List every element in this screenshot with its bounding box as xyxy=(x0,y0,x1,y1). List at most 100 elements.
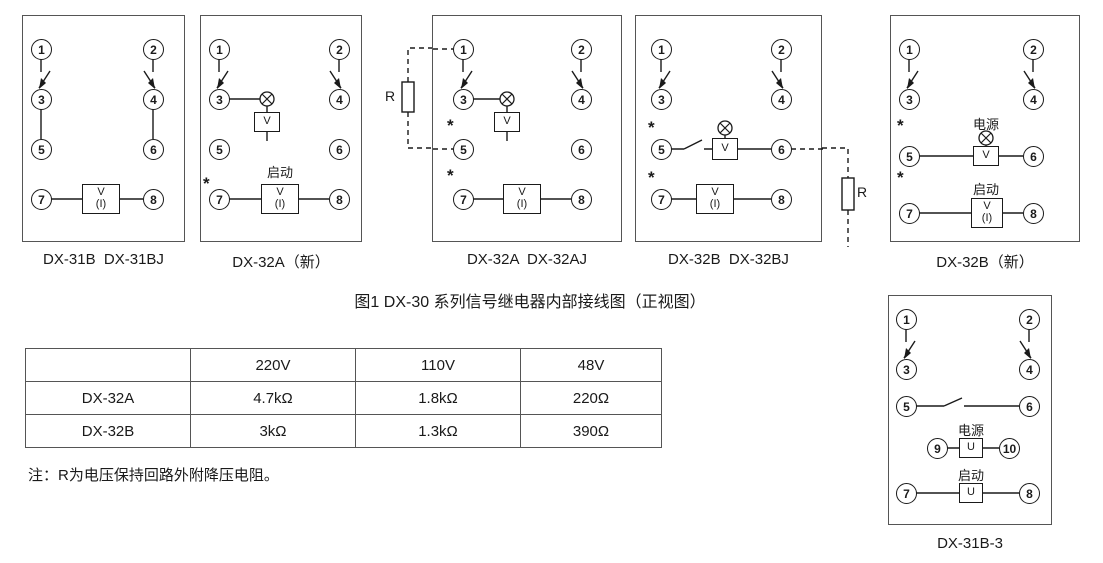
value-cell: 1.8kΩ xyxy=(355,381,521,415)
contact-arrow-icon xyxy=(776,78,783,89)
terminal-5: 5 xyxy=(651,139,672,160)
lamp-icon xyxy=(499,91,515,107)
terminal-3: 3 xyxy=(453,89,474,110)
terminal-7: 7 xyxy=(453,189,474,210)
signal-element-box: V (I) xyxy=(696,184,734,214)
signal-element-box: V (I) xyxy=(82,184,120,214)
terminal-2: 2 xyxy=(1023,39,1044,60)
asterisk-mark: * xyxy=(203,174,210,193)
terminal-3: 3 xyxy=(31,89,52,110)
contact-arrow-icon xyxy=(659,78,666,89)
terminal-8: 8 xyxy=(143,189,164,210)
contact-arrow-icon xyxy=(904,348,911,359)
diagram-caption-dx31b-3: DX-31B-3 xyxy=(937,535,1003,552)
terminal-6: 6 xyxy=(771,139,792,160)
power-label: 电源 xyxy=(972,117,999,132)
relay-diagram-dx32b-new: 1 2 3 4 5 6 7 8 电源 V * * 启动 V (I) xyxy=(890,15,1080,242)
terminal-3: 3 xyxy=(896,359,917,380)
v-label: V xyxy=(982,149,990,162)
i-label: (I) xyxy=(709,198,721,210)
v-label: V xyxy=(276,186,284,199)
diagram-caption-dx32a-new: DX-32A（新） xyxy=(232,254,330,271)
terminal-6: 6 xyxy=(1023,146,1044,167)
contact-arrow-icon xyxy=(461,78,468,89)
terminal-7: 7 xyxy=(899,203,920,224)
terminal-3: 3 xyxy=(899,89,920,110)
v-label: V xyxy=(518,186,526,199)
i-label: (I) xyxy=(516,198,528,210)
value-cell: 220Ω xyxy=(520,381,662,415)
signal-element-box: V (I) xyxy=(261,184,299,214)
relay-diagram-dx31b: 1 2 3 4 5 6 7 8 V (I) xyxy=(22,15,185,242)
asterisk-mark: * xyxy=(897,168,904,187)
terminal-6: 6 xyxy=(329,139,350,160)
start-label: 启动 xyxy=(266,165,293,180)
lamp-icon xyxy=(978,130,994,146)
contact-arrow-icon xyxy=(1024,348,1031,359)
diagram-caption-dx32b-new: DX-32B（新） xyxy=(936,254,1034,271)
terminal-10: 10 xyxy=(999,438,1020,459)
terminal-3: 3 xyxy=(651,89,672,110)
voltage-element-box: V xyxy=(494,112,520,132)
terminal-4: 4 xyxy=(571,89,592,110)
terminal-1: 1 xyxy=(453,39,474,60)
contact-arrow-icon xyxy=(576,78,583,89)
model-cell: DX-32B xyxy=(25,414,191,448)
dashed-lead-icon xyxy=(433,48,453,150)
terminal-8: 8 xyxy=(1019,483,1040,504)
lamp-icon xyxy=(259,91,275,107)
i-label: (I) xyxy=(95,198,107,210)
table-header-110v: 110V xyxy=(355,348,521,382)
figure-caption: 图1 DX-30 系列信号继电器内部接线图（正视图） xyxy=(354,294,706,311)
relay-diagram-dx32a: 1 2 3 4 5 6 7 8 V * * V (I) xyxy=(432,15,622,242)
v-label: V xyxy=(721,142,729,155)
terminal-7: 7 xyxy=(896,483,917,504)
start-element-box: U xyxy=(959,483,983,503)
terminal-1: 1 xyxy=(896,309,917,330)
contact-arrow-icon xyxy=(217,78,224,89)
diagram-caption-dx32a: DX-32A DX-32AJ xyxy=(466,251,588,268)
table-header-220v: 220V xyxy=(190,348,356,382)
diagram-caption-dx32b: DX-32B DX-32BJ xyxy=(668,251,789,268)
u-label: U xyxy=(967,486,975,499)
terminal-8: 8 xyxy=(329,189,350,210)
terminal-4: 4 xyxy=(771,89,792,110)
dashed-lead-left-resistor xyxy=(407,47,432,149)
terminal-5: 5 xyxy=(209,139,230,160)
asterisk-mark: * xyxy=(447,166,454,185)
wiring-svg xyxy=(906,59,1036,214)
wiring-svg xyxy=(433,48,584,200)
table-row-dx32a: DX-32A 4.7kΩ 1.8kΩ 220Ω xyxy=(25,381,662,415)
model-cell: DX-32A xyxy=(25,381,191,415)
v-label: V xyxy=(711,186,719,199)
terminal-2: 2 xyxy=(329,39,350,60)
terminal-2: 2 xyxy=(143,39,164,60)
terminal-3: 3 xyxy=(209,89,230,110)
v-label: V xyxy=(263,115,271,128)
signal-element-box: V (I) xyxy=(971,198,1003,228)
v-label: V xyxy=(97,186,105,199)
terminal-4: 4 xyxy=(1023,89,1044,110)
resistor-r-left xyxy=(401,81,415,113)
terminal-6: 6 xyxy=(143,139,164,160)
i-label: (I) xyxy=(981,212,993,224)
start-label: 启动 xyxy=(957,468,984,483)
resistor-r-left-label: R xyxy=(385,88,396,104)
terminal-5: 5 xyxy=(896,396,917,417)
terminal-1: 1 xyxy=(209,39,230,60)
resistor-r-right-label: R xyxy=(857,184,868,200)
terminal-8: 8 xyxy=(771,189,792,210)
start-label: 启动 xyxy=(972,182,999,197)
v-label: V xyxy=(983,200,991,213)
contact-arrow-icon xyxy=(1028,78,1035,89)
wiring-svg xyxy=(38,59,156,200)
note-text: 注：R为电压保持回路外附降压电阻。 xyxy=(28,467,279,484)
value-cell: 4.7kΩ xyxy=(190,381,356,415)
relay-diagram-dx32b: 1 2 3 4 5 6 7 8 V * * V (I) xyxy=(635,15,823,242)
asterisk-mark: * xyxy=(897,116,904,135)
spec-table: 220V 110V 48V DX-32A 4.7kΩ 1.8kΩ 220Ω DX… xyxy=(25,348,662,448)
diagram-caption-dx31b: DX-31B DX-31BJ xyxy=(43,251,164,268)
contact-arrow-icon xyxy=(148,78,155,89)
value-cell: 1.3kΩ xyxy=(355,414,521,448)
